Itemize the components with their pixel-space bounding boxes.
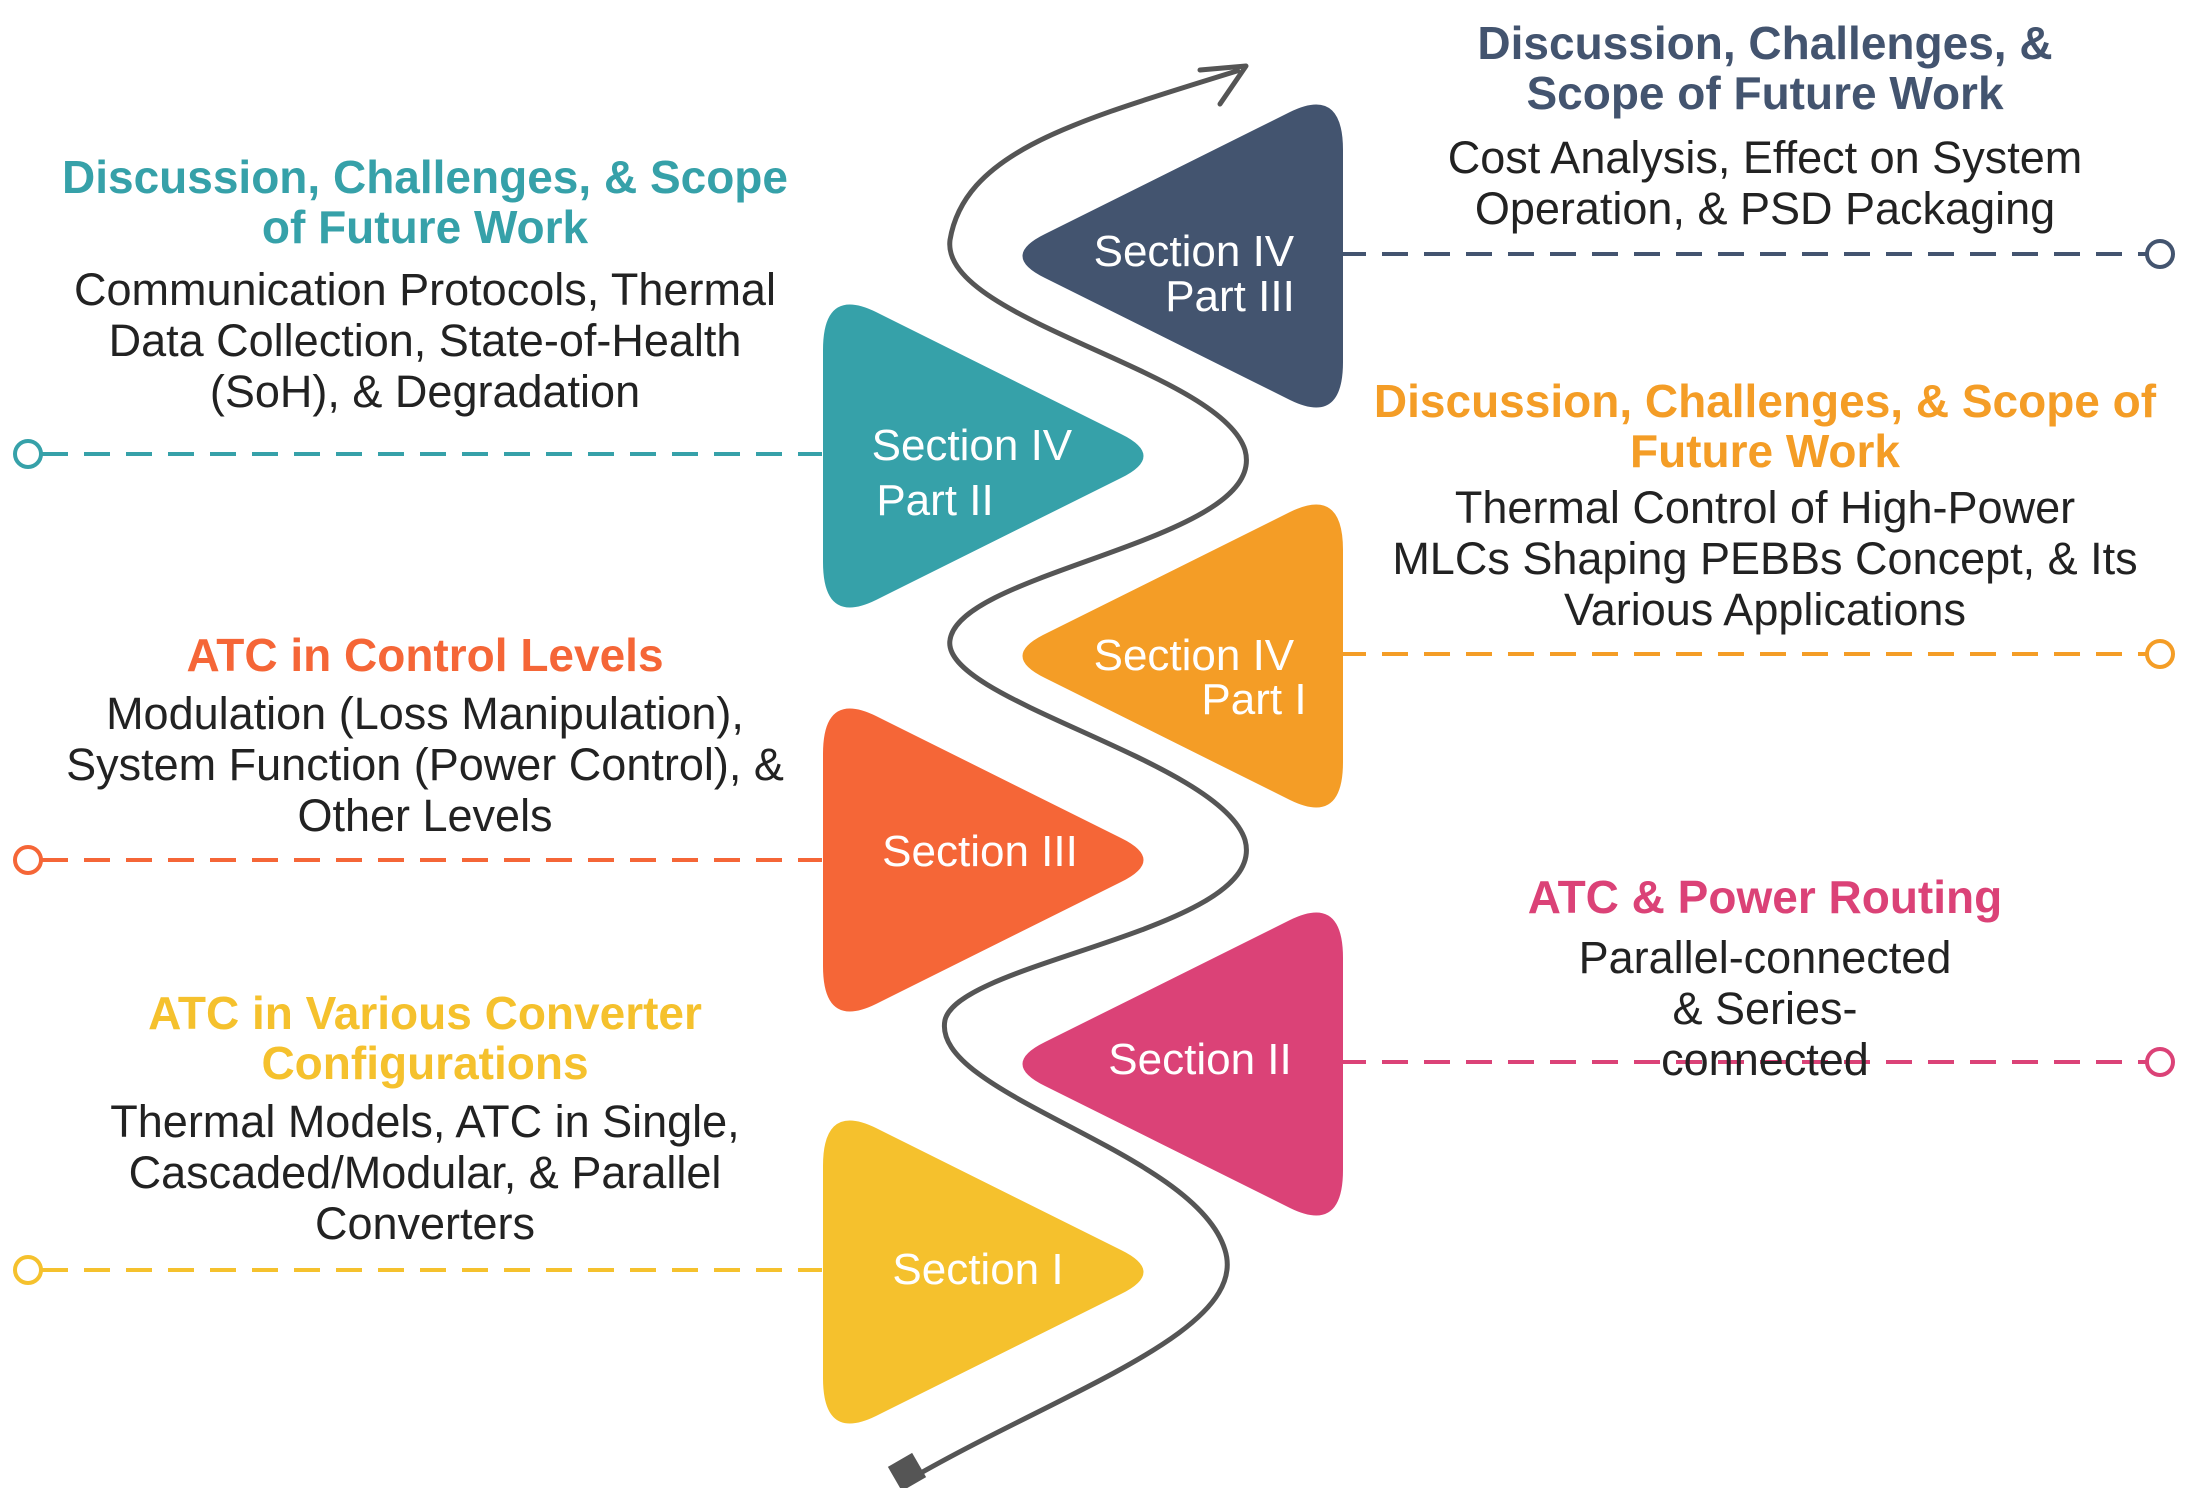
left-block-discussion-part-ii-description: Communication Protocols, Thermal Data Co… (74, 264, 776, 417)
leader-lines (13, 239, 2175, 1285)
section-iv-part-ii-shape: Section IV Part II (823, 304, 1144, 608)
section-iv-part-iii-label-line-1: Section IV (1094, 227, 1295, 276)
arrow-head-icon (1197, 63, 1249, 107)
left-block-control-levels-description: Modulation (Loss Manipulation), System F… (66, 688, 784, 841)
right-block-power-routing-description: Parallel-connected & Series-connected (1578, 932, 1952, 1085)
svg-text:Section IV Part II: Section IV Part II (872, 421, 1085, 525)
section-iv-part-i-triangle (1022, 504, 1343, 808)
right-block-discussion-part-iii-heading: Discussion, Challenges, & Scope of Futur… (1477, 17, 2053, 119)
svg-text:Section I: Section I (892, 1245, 1063, 1294)
section-i-label: Section I (892, 1245, 1063, 1294)
section-iv-part-ii-triangle (823, 304, 1144, 608)
section-iv-part-iii-triangle (1022, 104, 1343, 408)
section-iii-triangle (823, 708, 1144, 1012)
leader-end-circle-icon (13, 1255, 43, 1285)
left-block-discussion-part-ii: Discussion, Challenges, & Scope of Futur… (20, 152, 830, 417)
svg-text:Section IV Part I: Section IV Part I (1094, 631, 1307, 724)
left-block-converter-configurations-description: Thermal Models, ATC in Single, Cascaded/… (110, 1096, 740, 1249)
right-block-power-routing-heading: ATC & Power Routing (1527, 871, 2003, 923)
left-block-control-levels: ATC in Control Levels Modulation (Loss M… (20, 630, 830, 841)
right-block-discussion-part-i-description: Thermal Control of High-Power MLCs Shapi… (1392, 482, 2138, 635)
section-ii-label: Section II (1108, 1035, 1291, 1084)
section-ii-triangle (1022, 912, 1343, 1216)
leader-end-circle-icon (13, 439, 43, 469)
leader-end-circle-icon (2145, 239, 2175, 269)
right-block-power-routing: ATC & Power Routing Parallel-connected &… (1360, 872, 2170, 1085)
section-iv-part-ii-label-line-1: Section IV (872, 421, 1073, 470)
start-marker-icon (887, 1452, 927, 1492)
section-iv-part-i-shape: Section IV Part I (1022, 504, 1343, 808)
section-iv-part-i-label-line-1: Section IV (1094, 631, 1295, 680)
section-ii-shape: Section II (1022, 912, 1343, 1216)
zigzag-route-line (910, 67, 1249, 1481)
left-block-converter-configurations-heading: ATC in Various Converter Configurations (148, 987, 702, 1089)
section-iii-label: Section III (882, 827, 1078, 876)
leader-end-circle-icon (2145, 1047, 2175, 1077)
right-block-discussion-part-iii: Discussion, Challenges, & Scope of Futur… (1360, 18, 2170, 234)
section-iii-shape: Section III (823, 708, 1144, 1012)
right-block-discussion-part-iii-description: Cost Analysis, Effect on System Operatio… (1447, 132, 2083, 234)
svg-text:Section III: Section III (882, 827, 1078, 876)
left-block-control-levels-heading: ATC in Control Levels (186, 629, 664, 681)
svg-text:Section II: Section II (1108, 1035, 1291, 1084)
section-iv-part-i-label-line-2: Part I (1201, 675, 1306, 724)
right-block-discussion-part-i: Discussion, Challenges, & Scope of Futur… (1360, 376, 2170, 635)
left-block-converter-configurations: ATC in Various Converter Configurations … (20, 988, 830, 1249)
leader-end-circle-icon (13, 845, 43, 875)
left-block-discussion-part-ii-heading: Discussion, Challenges, & Scope of Futur… (62, 151, 788, 253)
section-i-triangle (823, 1120, 1144, 1424)
section-iv-part-iii-label-line-2: Part III (1165, 272, 1295, 321)
section-iv-part-iii-shape: Section IV Part III (1022, 104, 1343, 408)
svg-text:Section IV Part III: Section IV Part III (1094, 227, 1307, 321)
section-iv-part-ii-label-line-2: Part II (876, 476, 993, 525)
section-i-shape: Section I (823, 1120, 1144, 1424)
leader-end-circle-icon (2145, 639, 2175, 669)
right-block-discussion-part-i-heading: Discussion, Challenges, & Scope of Futur… (1373, 375, 2157, 477)
